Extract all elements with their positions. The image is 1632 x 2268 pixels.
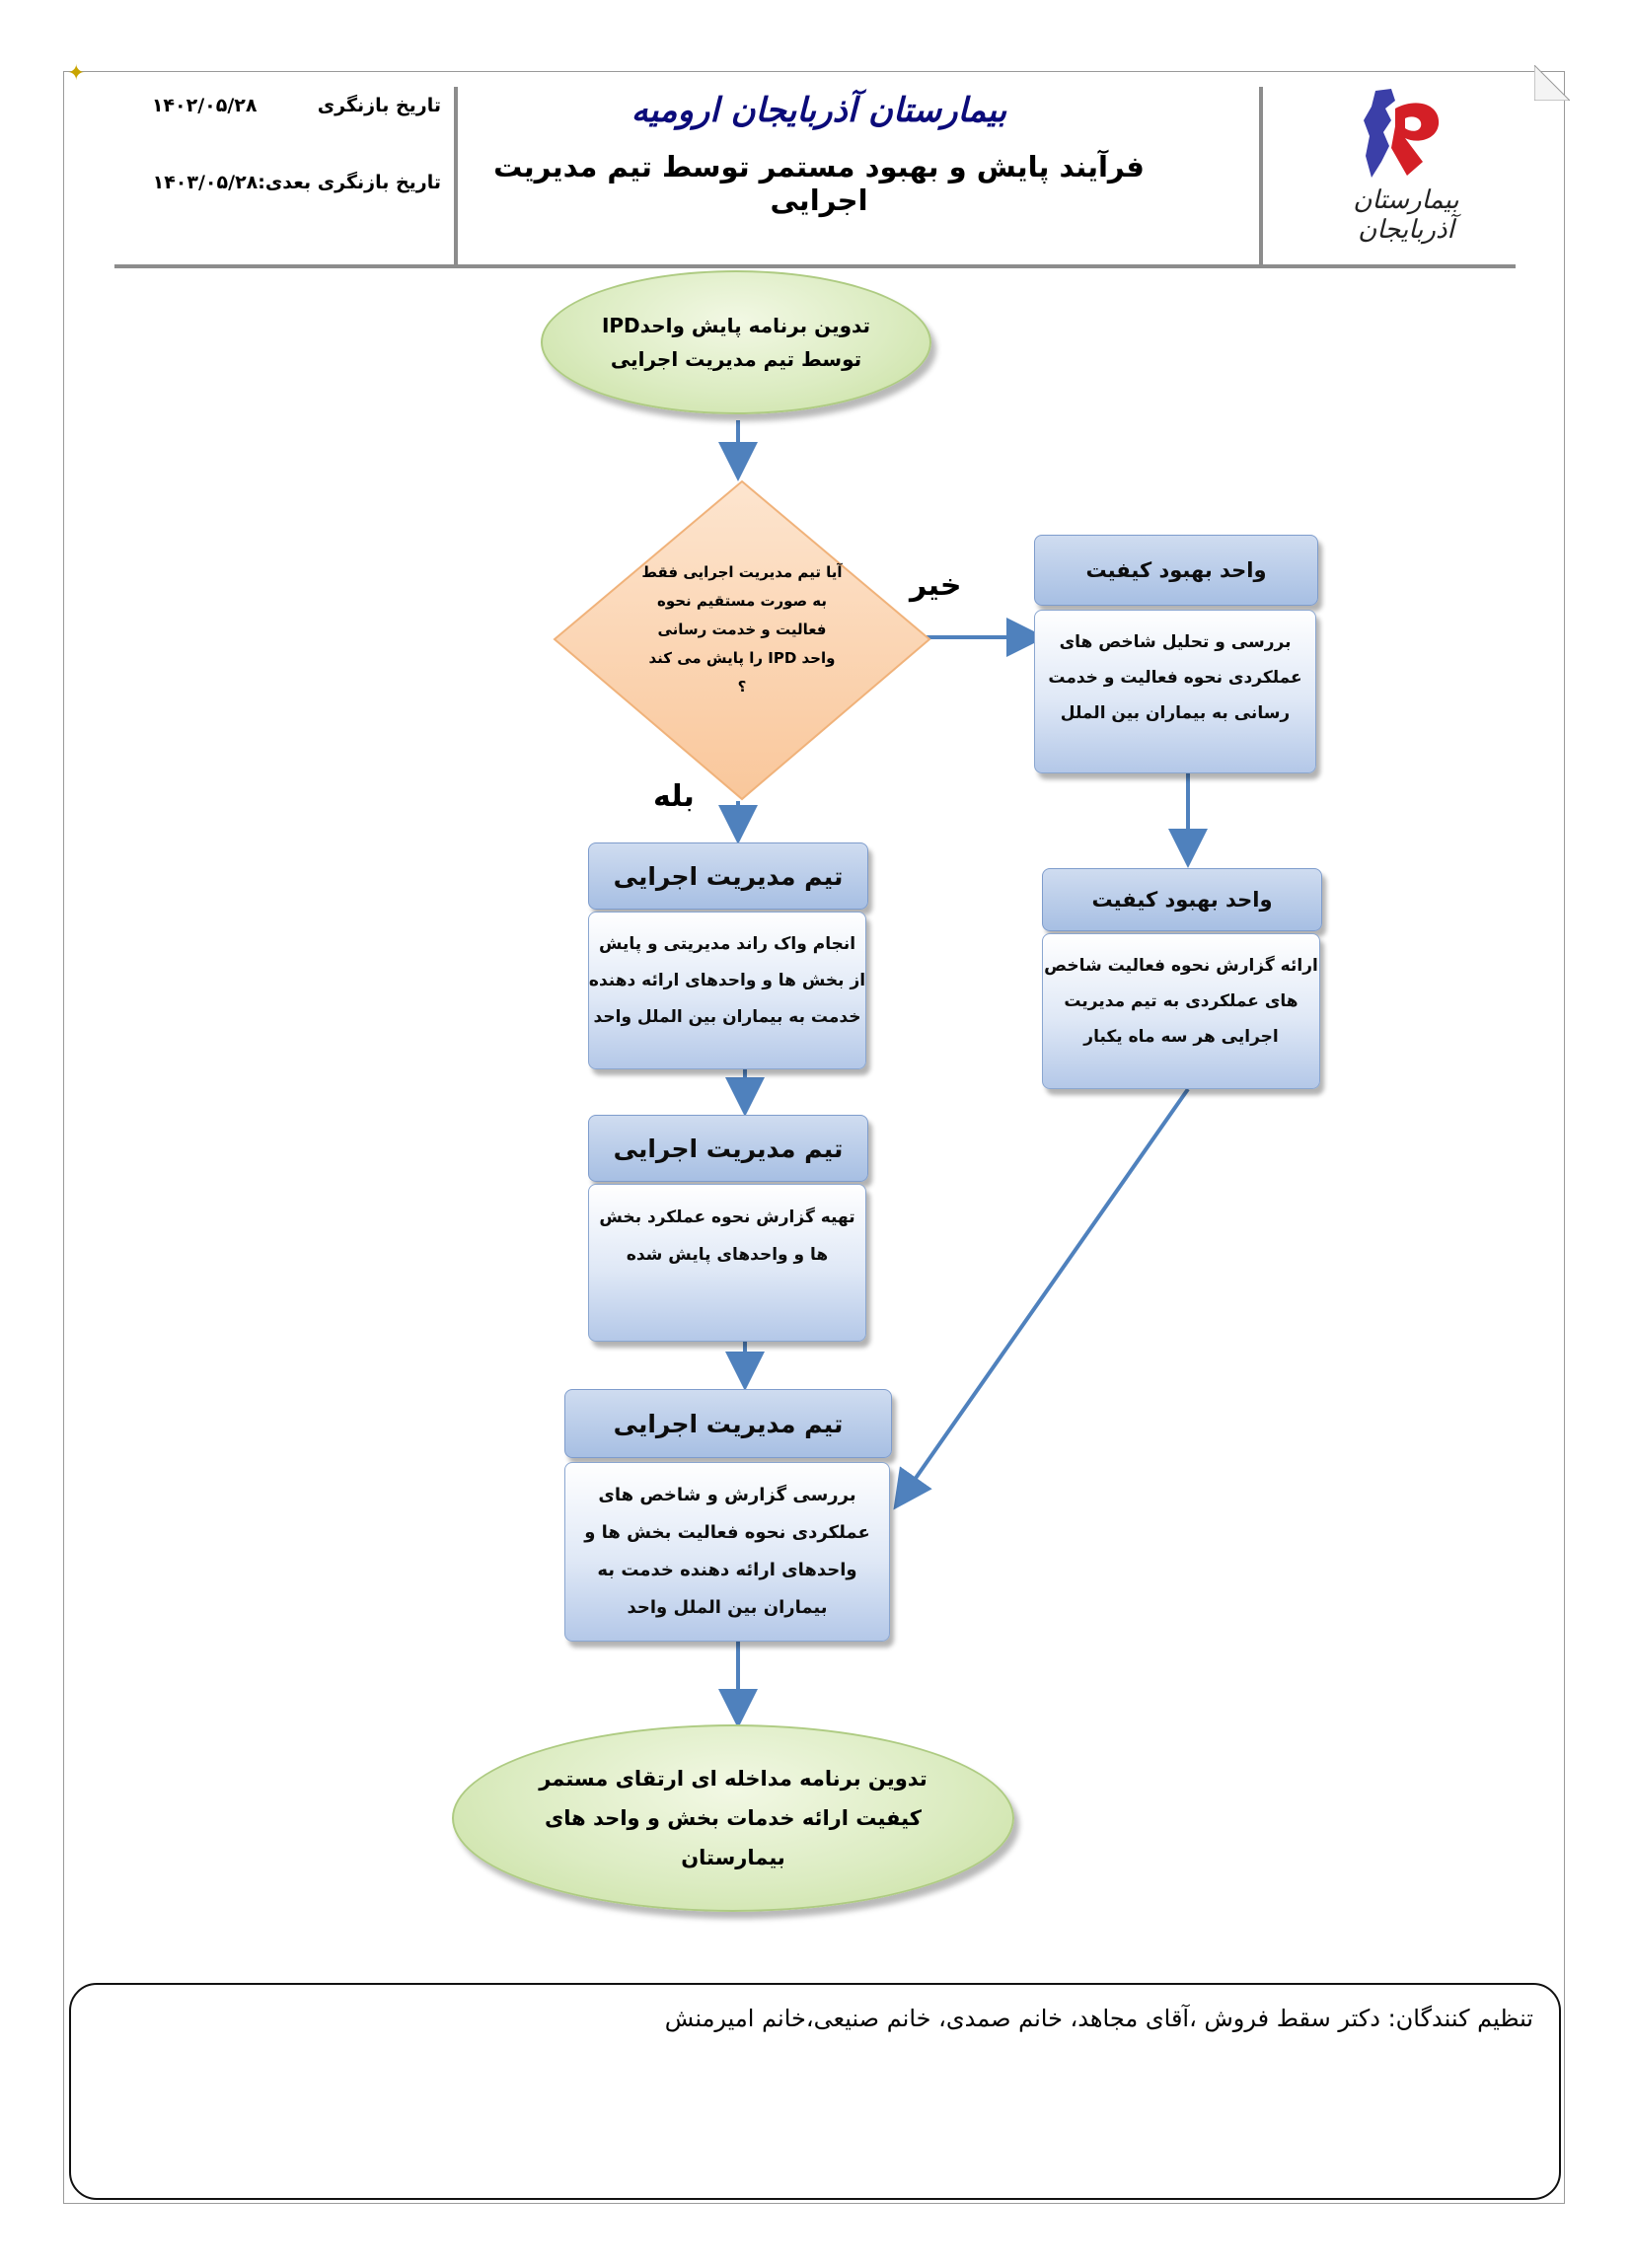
decision-diamond (553, 479, 931, 801)
decision-line: فعالیت و خدمت رسانی (657, 621, 827, 638)
next-review-label: تاریخ بازنگری بعدی: (258, 172, 441, 193)
exec-box-2-line: ها و واحدهای پایش شده (626, 1245, 829, 1265)
exec-box-1-line: خدمت به بیماران بین الملل واحد (593, 1007, 861, 1027)
quality-box-1-body: بررسی و تحلیل شاخص های عملکردی نحوه فعال… (1034, 610, 1316, 773)
decision-line: واحد IPD را پایش می کند (648, 649, 836, 667)
exec-box-3-line: بیماران بین الملل واحد (627, 1597, 828, 1618)
quality-box-1-line: بررسی و تحلیل شاخص های (1059, 632, 1292, 652)
hospital-name: بیمارستان آذربایجان ارومیه (631, 91, 1007, 130)
end-line: بیمارستان (681, 1846, 785, 1869)
hospital-logo-text: بیمارستان آذربایجان (1353, 185, 1459, 245)
exec-box-3-line: بررسی گزارش و شاخص های (598, 1485, 856, 1505)
pin-icon: ✦ (67, 61, 86, 86)
decision-line: به صورت مستقیم نحوه (656, 592, 828, 610)
quality-box-1-header: واحد بهبود کیفیت (1034, 535, 1318, 606)
hospital-logo-icon (1364, 89, 1440, 178)
no-label: خیر (910, 568, 962, 603)
header-rule (114, 264, 1516, 268)
exec-box-3-body: بررسی گزارش و شاخص های عملکردی نحوه فعال… (564, 1462, 890, 1642)
exec-box-1-header: تیم مدیریت اجرایی (588, 842, 868, 910)
quality-box-2-line: اجرایی هر سه ماه یکبار (1083, 1027, 1279, 1047)
exec-box-1-line: از بخش ها و واحدهای ارائه دهنده (588, 971, 866, 990)
page-frame (63, 71, 1565, 2204)
review-date: تاریخ بازنگری ۱۴۰۲/۰۵/۲۸ (152, 95, 441, 116)
decision-line: ؟ (737, 678, 747, 695)
preparers-text: تنظیم کنندگان: دکتر سقط فروش ،آقای مجاهد… (664, 2005, 1533, 2032)
exec-box-3-line: واحدهای ارائه دهنده خدمت به (597, 1560, 857, 1580)
end-line: تدوین برنامه مداخله ای ارتقای مستمر (539, 1767, 927, 1791)
exec-box-3-header: تیم مدیریت اجرایی (564, 1389, 892, 1458)
start-line: تدوین برنامه پایش واحدIPD (601, 314, 871, 337)
page-fold-corner (1534, 65, 1570, 101)
decision-text: آیا تیم مدیریت اجرایی فقط به صورت مستقیم… (598, 558, 886, 701)
quality-box-1-line: عملکردی نحوه فعالیت و خدمت (1048, 668, 1302, 688)
exec-box-2-header: تیم مدیریت اجرایی (588, 1115, 868, 1182)
exec-box-3-line: عملکردی نحوه فعالیت بخش ها و (584, 1522, 870, 1543)
exec-box-2-line: تهیه گزارش نحوه عملکرد بخش (599, 1207, 855, 1227)
end-terminal: تدوین برنامه مداخله ای ارتقای مستمر کیفی… (452, 1724, 1014, 1912)
yes-label: بله (653, 779, 695, 814)
arrow-quality2-to-exec3 (893, 1087, 1190, 1510)
exec-box-1-line: انجام واک راند مدیریتی و پایش (598, 934, 856, 954)
header-divider-left (454, 87, 458, 264)
review-date-value: ۱۴۰۲/۰۵/۲۸ (151, 95, 258, 116)
process-title: فرآیند پایش و بهبود مستمر توسط تیم مدیری… (493, 150, 1145, 217)
start-line: توسط تیم مدیریت اجرایی (610, 347, 862, 371)
decision-line: آیا تیم مدیریت اجرایی فقط (641, 563, 843, 581)
review-date-label: تاریخ بازنگری (317, 95, 441, 116)
next-review-value: ۱۴۰۳/۰۵/۲۸ (152, 172, 259, 193)
next-review-date: تاریخ بازنگری بعدی:۱۴۰۳/۰۵/۲۸ (153, 172, 441, 193)
exec-box-1-body: انجام واک راند مدیریتی و پایش از بخش ها … (588, 912, 866, 1069)
header-divider-right (1259, 87, 1263, 264)
start-terminal: تدوین برنامه پایش واحدIPD توسط تیم مدیری… (541, 270, 931, 414)
quality-box-2-line: های عملکردی به تیم مدیریت (1064, 991, 1298, 1011)
quality-box-2-header: واحد بهبود کیفیت (1042, 868, 1322, 931)
quality-box-2-line: ارائه گزارش نحوه فعالیت شاخص (1044, 956, 1318, 976)
quality-box-1-line: رسانی به بیماران بین الملل (1060, 703, 1291, 723)
quality-box-2-body: ارائه گزارش نحوه فعالیت شاخص های عملکردی… (1042, 933, 1320, 1089)
footer-box: تنظیم کنندگان: دکتر سقط فروش ،آقای مجاهد… (69, 1983, 1561, 2200)
end-line: کیفیت ارائه خدمات بخش و واحد های (545, 1806, 922, 1830)
exec-box-2-body: تهیه گزارش نحوه عملکرد بخش ها و واحدهای … (588, 1184, 866, 1342)
